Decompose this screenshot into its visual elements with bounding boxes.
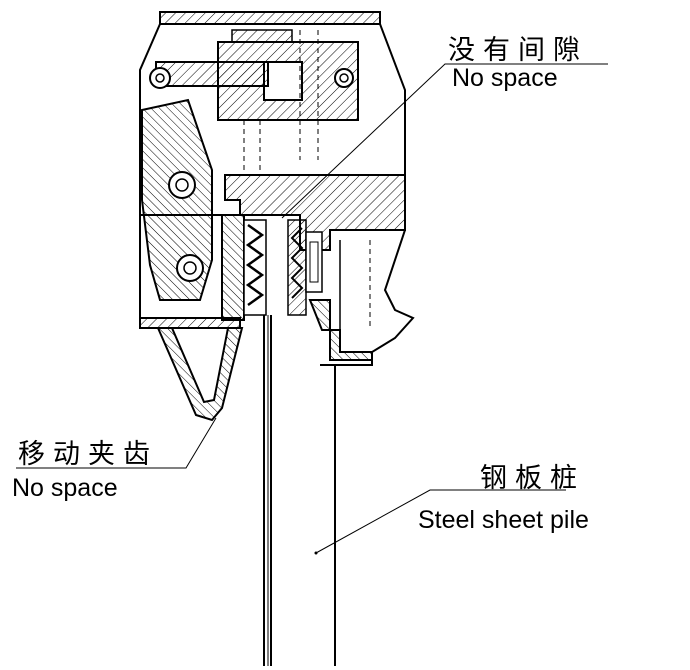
upper-block: [217, 29, 359, 121]
top-cap: [159, 11, 381, 25]
clamp-teeth: [221, 214, 323, 321]
sheet-pile-lines: [263, 315, 336, 666]
label-pile-cn: 钢板桩: [480, 463, 585, 494]
label-jaw-en: No space: [12, 474, 118, 502]
moving-jaw: [139, 317, 244, 422]
leader-dot: [314, 551, 318, 555]
label-pile-en: Steel sheet pile: [418, 506, 589, 534]
label-jaw-cn: 移动夹齿: [18, 439, 158, 470]
hidden-lines: [243, 30, 319, 170]
swing-arm: [141, 98, 213, 301]
right-guide: [308, 240, 373, 361]
leader-lines: [16, 63, 608, 554]
label-no-gap-cn: 没有间隙: [448, 35, 588, 66]
link-bar: [149, 61, 269, 89]
label-no-gap-en: No space: [452, 64, 558, 92]
